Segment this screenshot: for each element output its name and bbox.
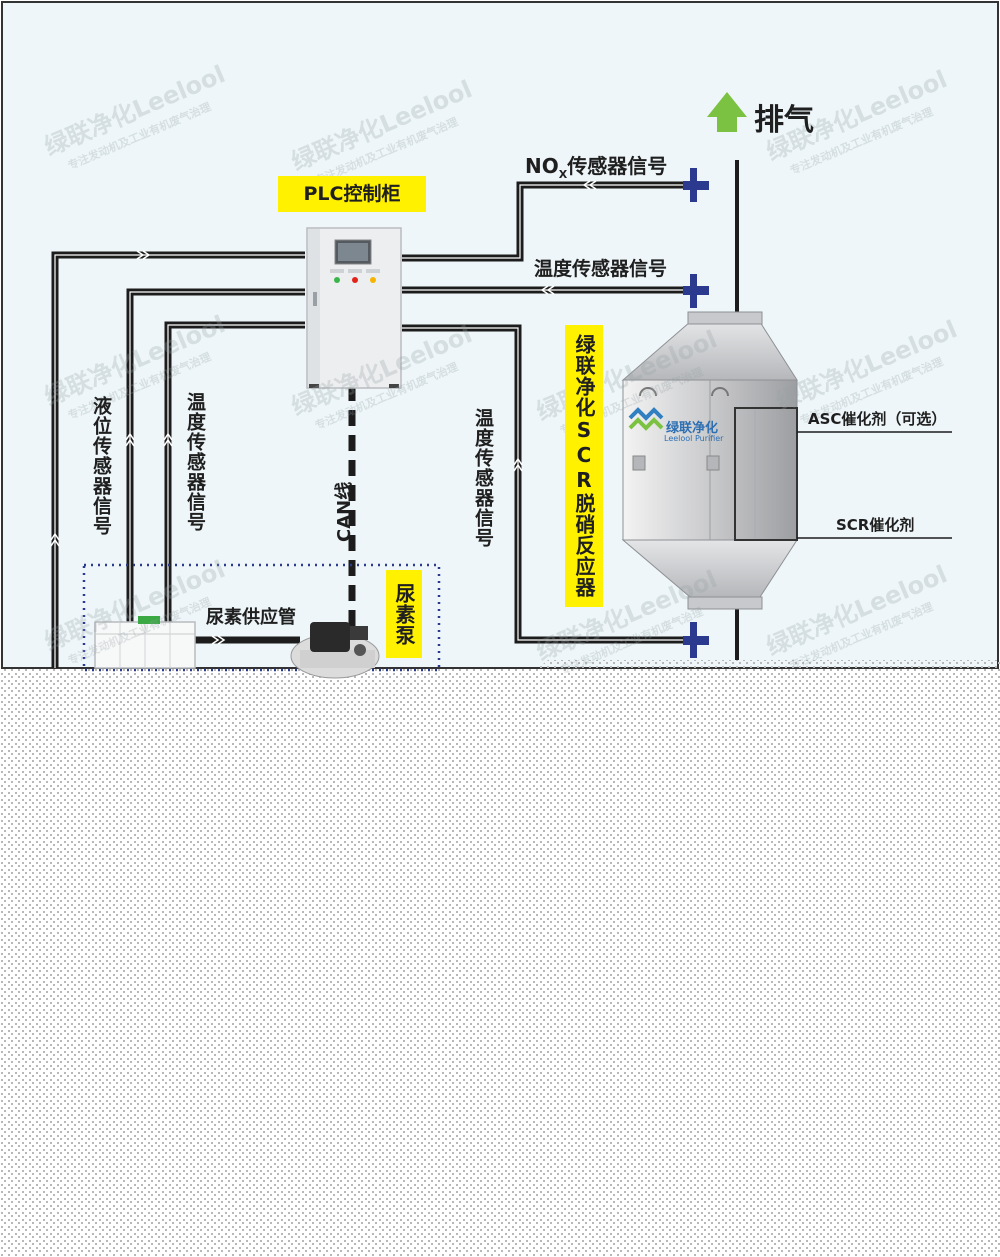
level-sensor-signal-label: 液位传感器信号 (90, 396, 112, 536)
plc-cabinet-icon (306, 227, 402, 389)
urea-tank-icon (94, 616, 196, 669)
urea-pump-label: 尿素泵 (386, 570, 422, 658)
can-line-label: CAN线 (334, 481, 355, 542)
reactor-label: 绿联净化SCR脱硝反应器 (565, 325, 603, 607)
exhaust-label: 排气 (754, 103, 814, 138)
reactor-icon (621, 311, 798, 610)
temp-sensor-signal-right-label: 温度传感器信号 (472, 408, 494, 548)
urea-system-box (82, 563, 441, 672)
nox-sensor-signal-label: NOX传感器信号 (525, 154, 668, 181)
urea-pump-icon (290, 622, 380, 679)
sensor-flanges (683, 168, 709, 658)
temp-sensor-signal-left-label: 温度传感器信号 (184, 392, 206, 532)
reactor-brand-en: Leelool Purifier (664, 434, 724, 443)
sensor-flange-icon (683, 622, 709, 658)
urea-pipe-label: 尿素供应管 (206, 607, 296, 628)
asc-catalyst-label: ASC催化剂（可选） (808, 410, 947, 428)
sensor-flange-icon (683, 168, 709, 202)
temp-sensor-signal-top-label: 温度传感器信号 (534, 258, 668, 280)
flow-chevrons (50, 180, 597, 645)
exhaust-arrow-icon (707, 92, 747, 132)
plc-cabinet-label: PLC控制柜 (278, 176, 426, 212)
reactor-brand-cn: 绿联净化 (666, 421, 719, 436)
dotted-area (0, 660, 1000, 1257)
sensor-flange-icon (683, 274, 709, 308)
scr-catalyst-label: SCR催化剂 (836, 516, 915, 534)
